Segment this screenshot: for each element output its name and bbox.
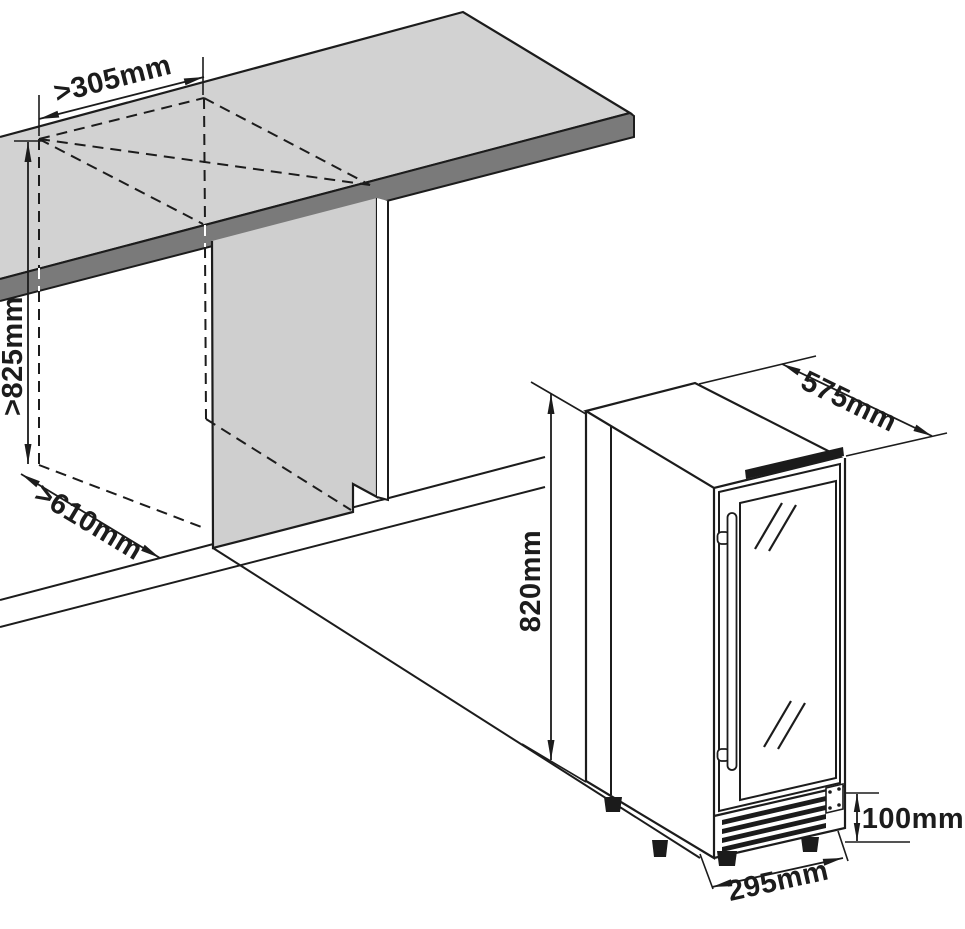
- arrowhead: [547, 740, 555, 760]
- cooler-front-face: [714, 458, 845, 858]
- arrowhead: [24, 142, 32, 162]
- leveling-feet: [604, 797, 819, 866]
- recess-panel-front-edge-face: [377, 198, 388, 500]
- arrowhead: [913, 424, 932, 436]
- worktop-top-surface: [0, 12, 630, 279]
- door-handle: [716, 512, 738, 771]
- unit-height-extension-lines: [521, 381, 587, 783]
- cooler-left-side-face: [586, 411, 714, 858]
- unit-width-dimension-line: [711, 857, 844, 888]
- arrowhead: [782, 364, 801, 376]
- floor-line-front-lower: [0, 486, 546, 628]
- arrowhead: [24, 444, 32, 464]
- control-panel-screw: [837, 787, 841, 791]
- vent-slat: [722, 814, 826, 843]
- recess-panel-front-edge-outline: [376, 201, 389, 502]
- glass-reflection: [763, 700, 792, 748]
- unit-height-dimension: 820mm: [515, 381, 587, 783]
- arrowhead: [853, 794, 861, 812]
- glass-reflection: [777, 702, 806, 750]
- leveling-foot: [801, 837, 819, 852]
- worktop-front-edge: [0, 113, 634, 301]
- recess-depth-dimension-line: [20, 473, 161, 559]
- cutout-top-edge-back: [203, 97, 371, 186]
- vent-control-panel: [825, 782, 844, 815]
- recess-side-panel: [210, 198, 389, 550]
- handle-bar: [726, 512, 738, 771]
- control-panel-screw: [828, 790, 832, 794]
- cutout-back-vertical-upper: [203, 97, 206, 226]
- cutout-dashes-over-edge: [38, 225, 206, 291]
- recess-depth-label: >610mm: [29, 478, 148, 567]
- glass-reflection: [754, 502, 783, 550]
- cooler-door: [713, 462, 846, 818]
- recess-width-dimension-line: [38, 76, 205, 120]
- recess-side-panel-face: [212, 198, 377, 548]
- worktop: [0, 10, 635, 302]
- recess-height-label: >825mm: [0, 296, 29, 416]
- arrowhead: [39, 110, 60, 119]
- control-panel-screw: [828, 806, 832, 810]
- recess-height-dimension: >825mm: [0, 140, 44, 464]
- vent-slat: [722, 796, 826, 825]
- arrowhead: [547, 394, 555, 414]
- unit-vent-height-dimension: 100mm: [845, 792, 964, 843]
- leveling-foot: [717, 851, 737, 866]
- arrowhead: [822, 858, 843, 866]
- unit-depth-dimension-line: [781, 363, 933, 437]
- arrowhead: [712, 879, 733, 887]
- vent-slat: [722, 823, 826, 852]
- cutout-floor-right-edge: [205, 418, 352, 511]
- vent-height-extension-ticks: [845, 792, 910, 843]
- glass-reflection-lines: [754, 502, 806, 750]
- cutout-top-edge-left: [38, 97, 205, 140]
- door-top-shadow: [745, 447, 844, 479]
- unit-depth-extension-lines: [698, 355, 948, 457]
- wine-cooler: [583, 381, 847, 866]
- unit-width-label: 295mm: [725, 855, 832, 908]
- recess-cutout-dashed-outline: [38, 97, 371, 529]
- unit-depth-label: 575mm: [796, 365, 902, 439]
- leveling-foot: [652, 840, 668, 857]
- recess-depth-dimension: >610mm: [20, 473, 161, 567]
- vent-grille: [722, 782, 844, 852]
- cutout-floor-front-edge: [38, 464, 205, 529]
- glass-reflection: [768, 504, 797, 552]
- arrowhead: [141, 544, 160, 558]
- unit-height-label: 820mm: [515, 530, 547, 632]
- cooler-outline: [583, 381, 847, 860]
- arrowhead: [853, 823, 861, 841]
- arrowhead: [183, 77, 204, 86]
- unit-vent-height-label: 100mm: [862, 803, 964, 835]
- arrowhead: [21, 474, 40, 488]
- unit-width-extension-lines: [699, 830, 849, 890]
- control-panel-screw: [837, 803, 841, 807]
- cutout-back-vertical-lower: [204, 246, 207, 420]
- worktop-front-edge-outline: [0, 111, 635, 302]
- door-glass-panel: [739, 479, 837, 802]
- door-bottom-edge: [713, 784, 846, 818]
- recess-width-extension-lines: [38, 57, 204, 136]
- cutout-top-edge-front: [38, 138, 204, 225]
- cooler-top-face: [586, 383, 840, 488]
- vent-slat: [722, 805, 826, 834]
- leveling-foot: [604, 797, 622, 812]
- door-frame-outer: [718, 462, 841, 813]
